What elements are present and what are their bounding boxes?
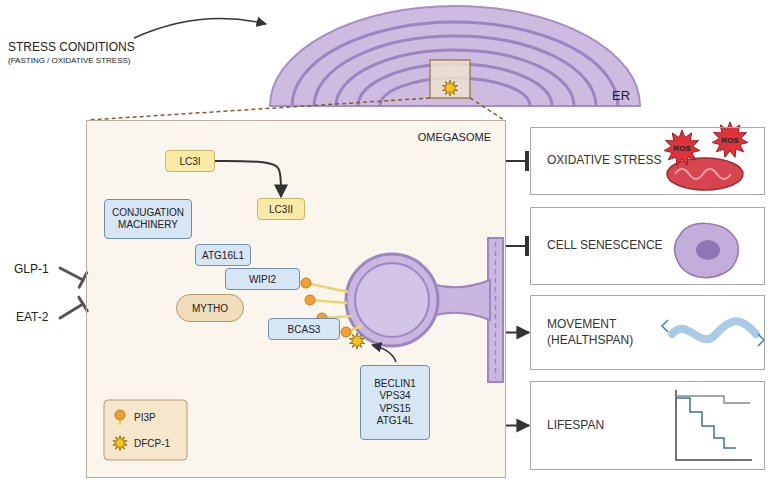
stress-arrow	[134, 18, 266, 38]
protein-box: WIPI2	[225, 268, 300, 290]
node-label: MOVEMENT (HEALTHSPAN)	[547, 317, 669, 348]
recruitment-arrow	[372, 345, 396, 362]
inhibition-line	[60, 268, 83, 280]
machinery-box: CONJUGATION MACHINERY	[104, 199, 192, 239]
regulator-label: EAT-2	[16, 310, 48, 324]
region-title: OMEGASOME	[418, 131, 491, 143]
inhibition-line	[60, 304, 83, 318]
legend-swatch	[115, 410, 125, 420]
cell-illustration	[674, 223, 738, 277]
arrow-connector	[506, 425, 529, 427]
ros-burst	[664, 130, 700, 165]
node-label: LC3II	[269, 204, 293, 215]
node-label: BCAS3	[288, 324, 321, 335]
er-illustration	[430, 60, 470, 98]
cell-illustration	[674, 223, 738, 277]
ros-label: ROS	[721, 136, 738, 145]
outcome-box: CELL SENESCENCE	[530, 207, 765, 285]
survival-chart	[676, 390, 752, 460]
legend-entry: DFCP-1	[112, 435, 170, 451]
condition-note: (FASTING / OXIDATIVE STRESS)	[8, 56, 131, 65]
node-label: CELL SENESCENCE	[547, 238, 663, 254]
dfcp1-marker	[349, 333, 364, 349]
dfcp1-marker	[442, 80, 457, 96]
pi3p-dot	[341, 327, 351, 337]
survival-chart	[676, 398, 736, 448]
pi3p-dot	[305, 295, 315, 305]
legend-swatch	[112, 409, 128, 425]
ros-label: ROS	[673, 144, 690, 153]
legend-swatch	[113, 436, 127, 451]
mitochondrion-illustration	[675, 169, 731, 179]
survival-chart	[676, 390, 752, 460]
inhibition-connector	[506, 160, 527, 162]
node-label: OXIDATIVE STRESS	[547, 153, 661, 169]
legend-label: PI3P	[134, 412, 156, 423]
er-illustration	[270, 6, 640, 106]
protein-box: BCAS3	[268, 318, 340, 340]
legend-entry: PI3P	[112, 409, 156, 425]
er-illustration	[314, 36, 596, 106]
er-illustration	[336, 50, 574, 106]
pi3p-anchor	[306, 283, 348, 292]
worm-illustration	[662, 320, 764, 346]
cell-illustration	[696, 240, 720, 260]
pi3p-anchor	[310, 300, 347, 303]
node-label: CONJUGATION MACHINERY	[111, 207, 185, 232]
er-illustration	[270, 6, 640, 106]
legend-box	[104, 400, 187, 460]
autophagosome-illustration	[346, 238, 503, 382]
zoom-leader	[470, 98, 504, 120]
autophagosome-illustration	[432, 280, 490, 320]
outcome-box: LIFESPAN	[530, 381, 765, 470]
worm-illustration	[672, 321, 756, 339]
arrow-connector	[215, 161, 281, 197]
worm-illustration	[758, 334, 764, 346]
node-label: LC3I	[179, 156, 200, 167]
autophagosome-illustration	[495, 242, 497, 378]
autophagosome-illustration	[346, 254, 438, 346]
node-label: LIFESPAN	[547, 418, 604, 434]
protein-pill: MYTHO	[176, 294, 244, 322]
node-label: BECLIN1 VPS34 VPS15 ATG14L	[367, 378, 423, 428]
protein-box: LC3I	[165, 150, 215, 172]
autophagosome-illustration	[355, 263, 429, 337]
outcome-box: MOVEMENT (HEALTHSPAN)	[530, 295, 765, 370]
pi3p-dot	[301, 278, 311, 288]
protein-box: ATG16L1	[195, 244, 251, 266]
complex-box: BECLIN1 VPS34 VPS15 ATG14L	[360, 365, 430, 440]
zoom-leader	[88, 98, 430, 120]
regulator-label: GLP-1	[14, 262, 49, 276]
node-label: WIPI2	[249, 274, 276, 285]
omegasome-ground	[86, 120, 506, 478]
protein-box: LC3II	[257, 198, 305, 220]
arrow-connector	[506, 332, 529, 334]
zoom-leader	[88, 98, 504, 120]
condition-label: STRESS CONDITIONS	[8, 40, 135, 54]
inhibition-connector	[506, 245, 527, 247]
node-label: ATG16L1	[202, 250, 244, 261]
organelle-label: ER	[612, 88, 630, 103]
legend-swatch	[112, 435, 128, 451]
node-label: MYTHO	[192, 303, 228, 314]
worm-illustration	[662, 320, 668, 332]
inhibition-line	[60, 268, 87, 318]
omegasome-region: OMEGASOME LC3I LC3II CONJUGATION MACHINERY A…	[86, 120, 506, 478]
ros-burst	[664, 122, 748, 165]
er-illustration	[292, 22, 618, 106]
survival-chart	[676, 396, 750, 403]
legend-label: DFCP-1	[134, 438, 170, 449]
